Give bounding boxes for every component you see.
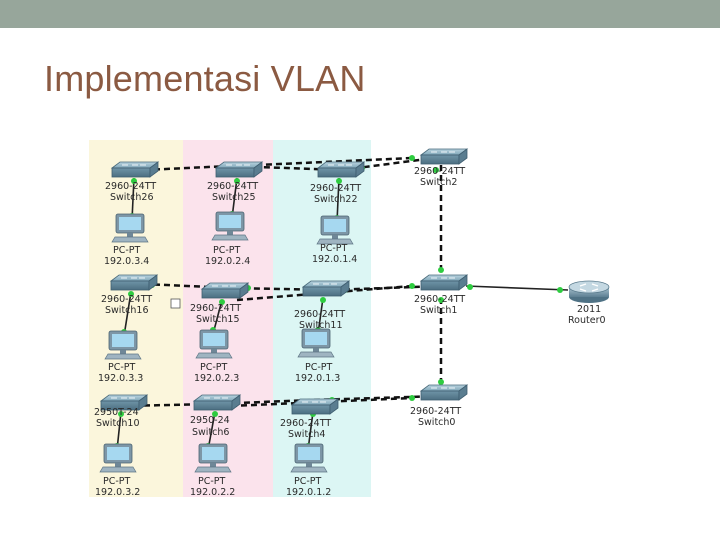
small-box-marker [170, 298, 181, 309]
pc-ip: 192.0.1.3 [295, 373, 340, 384]
pc-192-0-1-2[interactable]: PC-PT 192.0.1.2 [286, 443, 331, 498]
switch25-model: 2960-24TT [207, 181, 258, 192]
pc-type: PC-PT [200, 362, 228, 373]
switch0-model: 2960-24TT [410, 406, 461, 417]
pc-type: PC-PT [103, 476, 131, 487]
switch2-model: 2960-24TT [414, 166, 465, 177]
pc-192-0-3-4[interactable]: PC-PT 192.0.3.4 [104, 213, 149, 267]
slide-title: Implementasi VLAN [44, 58, 366, 99]
pc-type: PC-PT [108, 362, 136, 373]
slide-top-bar [0, 0, 720, 28]
pc-ip: 192.0.1.2 [286, 487, 331, 498]
switch26-name: Switch26 [110, 192, 154, 203]
switch15-name: Switch15 [196, 314, 240, 325]
router0-model: 2011 [577, 304, 601, 315]
pc-type: PC-PT [198, 476, 226, 487]
switch22-name: Switch22 [314, 194, 358, 205]
switch25[interactable]: 2960-24TT Switch25 [207, 161, 263, 203]
pc-ip: 192.0.3.4 [104, 256, 149, 267]
pc-type: PC-PT [213, 245, 241, 256]
pc-ip: 192.0.2.4 [205, 256, 250, 267]
pc-192-0-2-2[interactable]: PC-PT 192.0.2.2 [190, 443, 235, 498]
switch4-name: Switch4 [288, 429, 325, 440]
switch16[interactable]: 2960-24TT Switch16 [101, 274, 158, 316]
switch22-model: 2960-24TT [310, 183, 361, 194]
pc-ip: 192.0.1.4 [312, 254, 357, 265]
switch2-name: Switch2 [420, 177, 457, 188]
vlan-zone-pink [183, 140, 273, 497]
switch11[interactable]: 2960-24TT Switch11 [294, 280, 350, 331]
switch15-model: 2960-24TT [190, 303, 241, 314]
switch6[interactable]: 2950-24 Switch6 [190, 394, 241, 438]
switch11-model: 2960-24TT [294, 309, 345, 320]
pc-192-0-1-3[interactable]: PC-PT 192.0.1.3 [295, 328, 340, 384]
switch0-name: Switch0 [418, 417, 455, 428]
pc-type: PC-PT [320, 243, 348, 254]
switch16-model: 2960-24TT [101, 294, 152, 305]
pc-type: PC-PT [113, 245, 141, 256]
switch2[interactable]: 2960-24TT Switch2 [414, 148, 468, 188]
switch1-model: 2960-24TT [414, 294, 465, 305]
switch10[interactable]: 2950T-24 Switch10 [94, 394, 148, 429]
pc-type: PC-PT [294, 476, 322, 487]
switch26[interactable]: 2960-24TT Switch26 [105, 161, 159, 203]
switch6-name: Switch6 [192, 427, 229, 438]
switch22[interactable]: 2960-24TT Switch22 [310, 161, 365, 205]
pc-192-0-2-3[interactable]: PC-PT 192.0.2.3 [194, 329, 239, 384]
switch4-model: 2960-24TT [280, 418, 331, 429]
pc-192-0-3-2[interactable]: PC-PT 192.0.3.2 [95, 443, 140, 498]
switch16-name: Switch16 [105, 305, 149, 316]
switch0[interactable]: 2960-24TT Switch0 [410, 384, 468, 428]
switch25-name: Switch25 [212, 192, 256, 203]
switch10-model: 2950T-24 [94, 407, 139, 418]
vlan-zone-yellow [89, 140, 183, 497]
pc-ip: 192.0.3.2 [95, 487, 140, 498]
switch11-name: Switch11 [299, 320, 343, 331]
pc-192-0-3-3[interactable]: PC-PT 192.0.3.3 [98, 330, 143, 384]
switch10-name: Switch10 [96, 418, 140, 429]
switch6-model: 2950-24 [190, 415, 230, 426]
switch4[interactable]: 2960-24TT Switch4 [280, 398, 339, 440]
router0[interactable]: 2011 Router0 [568, 280, 610, 326]
pc-ip: 192.0.3.3 [98, 373, 143, 384]
pc-192-0-1-4[interactable]: PC-PT 192.0.1.4 [312, 215, 357, 265]
pc-ip: 192.0.2.2 [190, 487, 235, 498]
pc-ip: 192.0.2.3 [194, 373, 239, 384]
router0-name: Router0 [568, 315, 606, 326]
pc-type: PC-PT [305, 362, 333, 373]
switch1-name: Switch1 [420, 305, 457, 316]
switch1[interactable]: 2960-24TT Switch1 [414, 274, 468, 316]
vlan-zone-cyan [273, 140, 371, 497]
switch15[interactable]: 2960-24TT Switch15 [190, 282, 249, 325]
pc-192-0-2-4[interactable]: PC-PT 192.0.2.4 [205, 211, 250, 267]
switch26-model: 2960-24TT [105, 181, 156, 192]
